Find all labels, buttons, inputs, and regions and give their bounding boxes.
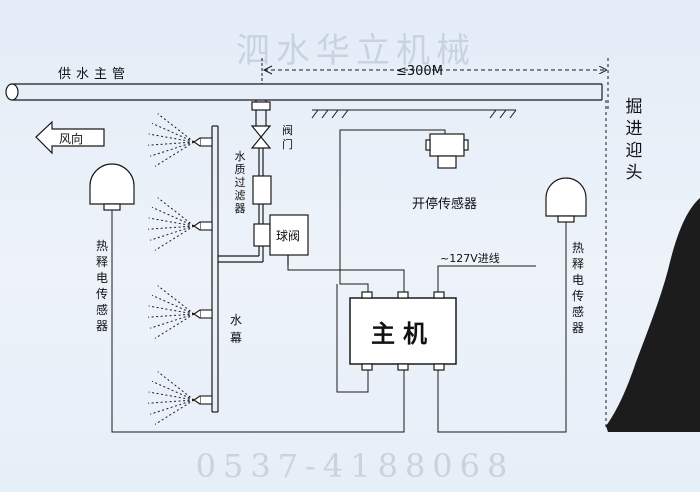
spray-line: [148, 305, 195, 315]
spray-line: [157, 371, 195, 401]
pir-right-label-text: 热释电传感器: [572, 241, 584, 335]
host-label: 主机: [371, 320, 435, 348]
spray-nozzle: [148, 113, 213, 167]
wind-label: 风向: [59, 131, 83, 146]
switch-sensor: [425, 133, 469, 169]
switch-sensor-label: 开停传感器: [412, 196, 477, 212]
branch-pipe: [218, 100, 271, 263]
main-supply-pipe: [5, 83, 603, 101]
spray-line: [154, 141, 195, 167]
filter-label: 水质过滤器: [235, 150, 246, 215]
water-curtain-pipe: [211, 125, 219, 413]
watermark-company: 泗水华立机械: [236, 31, 476, 71]
spray-line: [150, 225, 195, 241]
spray-line: [157, 197, 195, 227]
spray-line: [148, 133, 195, 143]
tunnel-face: [605, 100, 700, 432]
spray-nozzle: [148, 285, 213, 339]
ground-hatch: [311, 109, 517, 119]
water-curtain-label: 水幕: [230, 313, 242, 345]
spray-line: [157, 113, 195, 143]
spray-line: [148, 217, 195, 227]
pir-sensor-right: [545, 177, 587, 223]
spray-line: [154, 225, 195, 251]
spray-line: [148, 141, 195, 146]
face-label-text: 掘进迎头: [626, 97, 643, 183]
wind-direction-arrow: [35, 120, 105, 155]
water-filter: [252, 175, 272, 205]
ball-valve-label: 球阀: [276, 229, 300, 243]
spray-nozzles: [148, 113, 213, 425]
ball-valve: [253, 214, 309, 266]
spray-line: [150, 313, 195, 329]
valve-label: 阀门: [282, 123, 293, 151]
pir-left-label-text: 热释电传感器: [96, 239, 108, 333]
wiring: [111, 129, 567, 433]
spray-line: [150, 399, 195, 415]
pir-right-label: 热释电传感器: [572, 241, 584, 335]
spray-line: [148, 399, 195, 404]
spray-line: [154, 313, 195, 339]
spray-line: [148, 391, 195, 401]
distance-label: ≤300M: [396, 64, 443, 79]
tunnel-face-vertical-label: 掘进迎头: [626, 97, 643, 183]
spray-line: [157, 285, 195, 315]
spray-line: [148, 225, 195, 230]
gate-valve: [250, 125, 272, 149]
power-label: ~127V进线: [440, 251, 500, 265]
main-pipe-label: 供水主管: [58, 67, 130, 82]
spray-line: [151, 122, 195, 143]
watermark-phone: 0537-4188068: [196, 447, 515, 485]
spray-nozzle: [148, 371, 213, 425]
host-unit: [349, 291, 457, 371]
spray-nozzle: [148, 197, 213, 251]
spray-line: [148, 313, 195, 318]
spray-line: [150, 141, 195, 157]
pir-left-label: 热释电传感器: [96, 239, 108, 333]
spray-line: [151, 206, 195, 227]
spray-line: [151, 294, 195, 315]
spray-line: [151, 380, 195, 401]
spray-line: [154, 399, 195, 425]
pir-sensor-left: [89, 163, 135, 211]
distance-dimension: [261, 58, 609, 110]
filter-label-text: 水质过滤器: [235, 150, 246, 215]
